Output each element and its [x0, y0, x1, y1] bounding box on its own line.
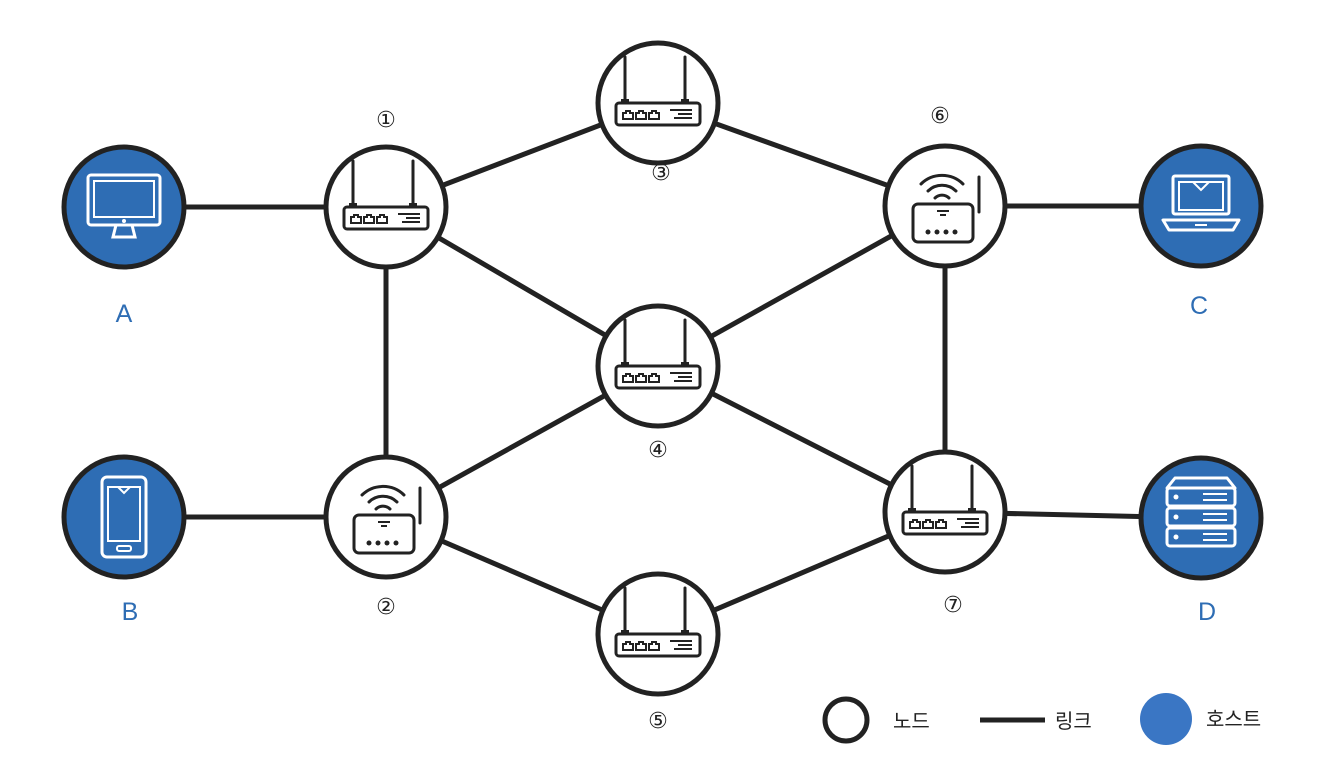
node-2 — [323, 454, 449, 580]
host-a — [61, 144, 187, 270]
host-label-b: B — [122, 598, 139, 626]
node-5 — [595, 571, 721, 697]
host-circle-d — [1138, 455, 1264, 581]
host-c — [1138, 143, 1264, 269]
host-label-d: D — [1198, 598, 1216, 626]
legend-node-label: 노드 — [893, 709, 930, 733]
host-circle-b — [61, 454, 187, 580]
legend-host-symbol — [1140, 693, 1192, 745]
legend: 노드 링크 호스트 — [822, 693, 1261, 745]
legend-host-label: 호스트 — [1206, 707, 1261, 731]
node-6 — [882, 143, 1008, 269]
host-b — [61, 454, 187, 580]
host-label-a: A — [116, 300, 133, 328]
node-number-2: ② — [376, 595, 396, 620]
node-number-3: ③ — [651, 161, 671, 186]
node-4 — [595, 303, 721, 429]
node-1 — [323, 144, 449, 270]
legend-link-label: 링크 — [1055, 709, 1092, 733]
host-d — [1138, 455, 1264, 581]
legend-node-symbol — [822, 696, 870, 744]
host-circle-a — [61, 144, 187, 270]
shapes-layer — [61, 40, 1264, 697]
node-3 — [595, 40, 721, 166]
node-7 — [882, 449, 1008, 575]
node-number-6: ⑥ — [930, 104, 950, 129]
node-number-7: ⑦ — [943, 593, 963, 618]
host-circle-c — [1138, 143, 1264, 269]
node-number-4: ④ — [648, 438, 668, 463]
node-number-1: ① — [376, 108, 396, 133]
host-label-c: C — [1190, 292, 1208, 320]
node-number-5: ⑤ — [648, 709, 668, 734]
